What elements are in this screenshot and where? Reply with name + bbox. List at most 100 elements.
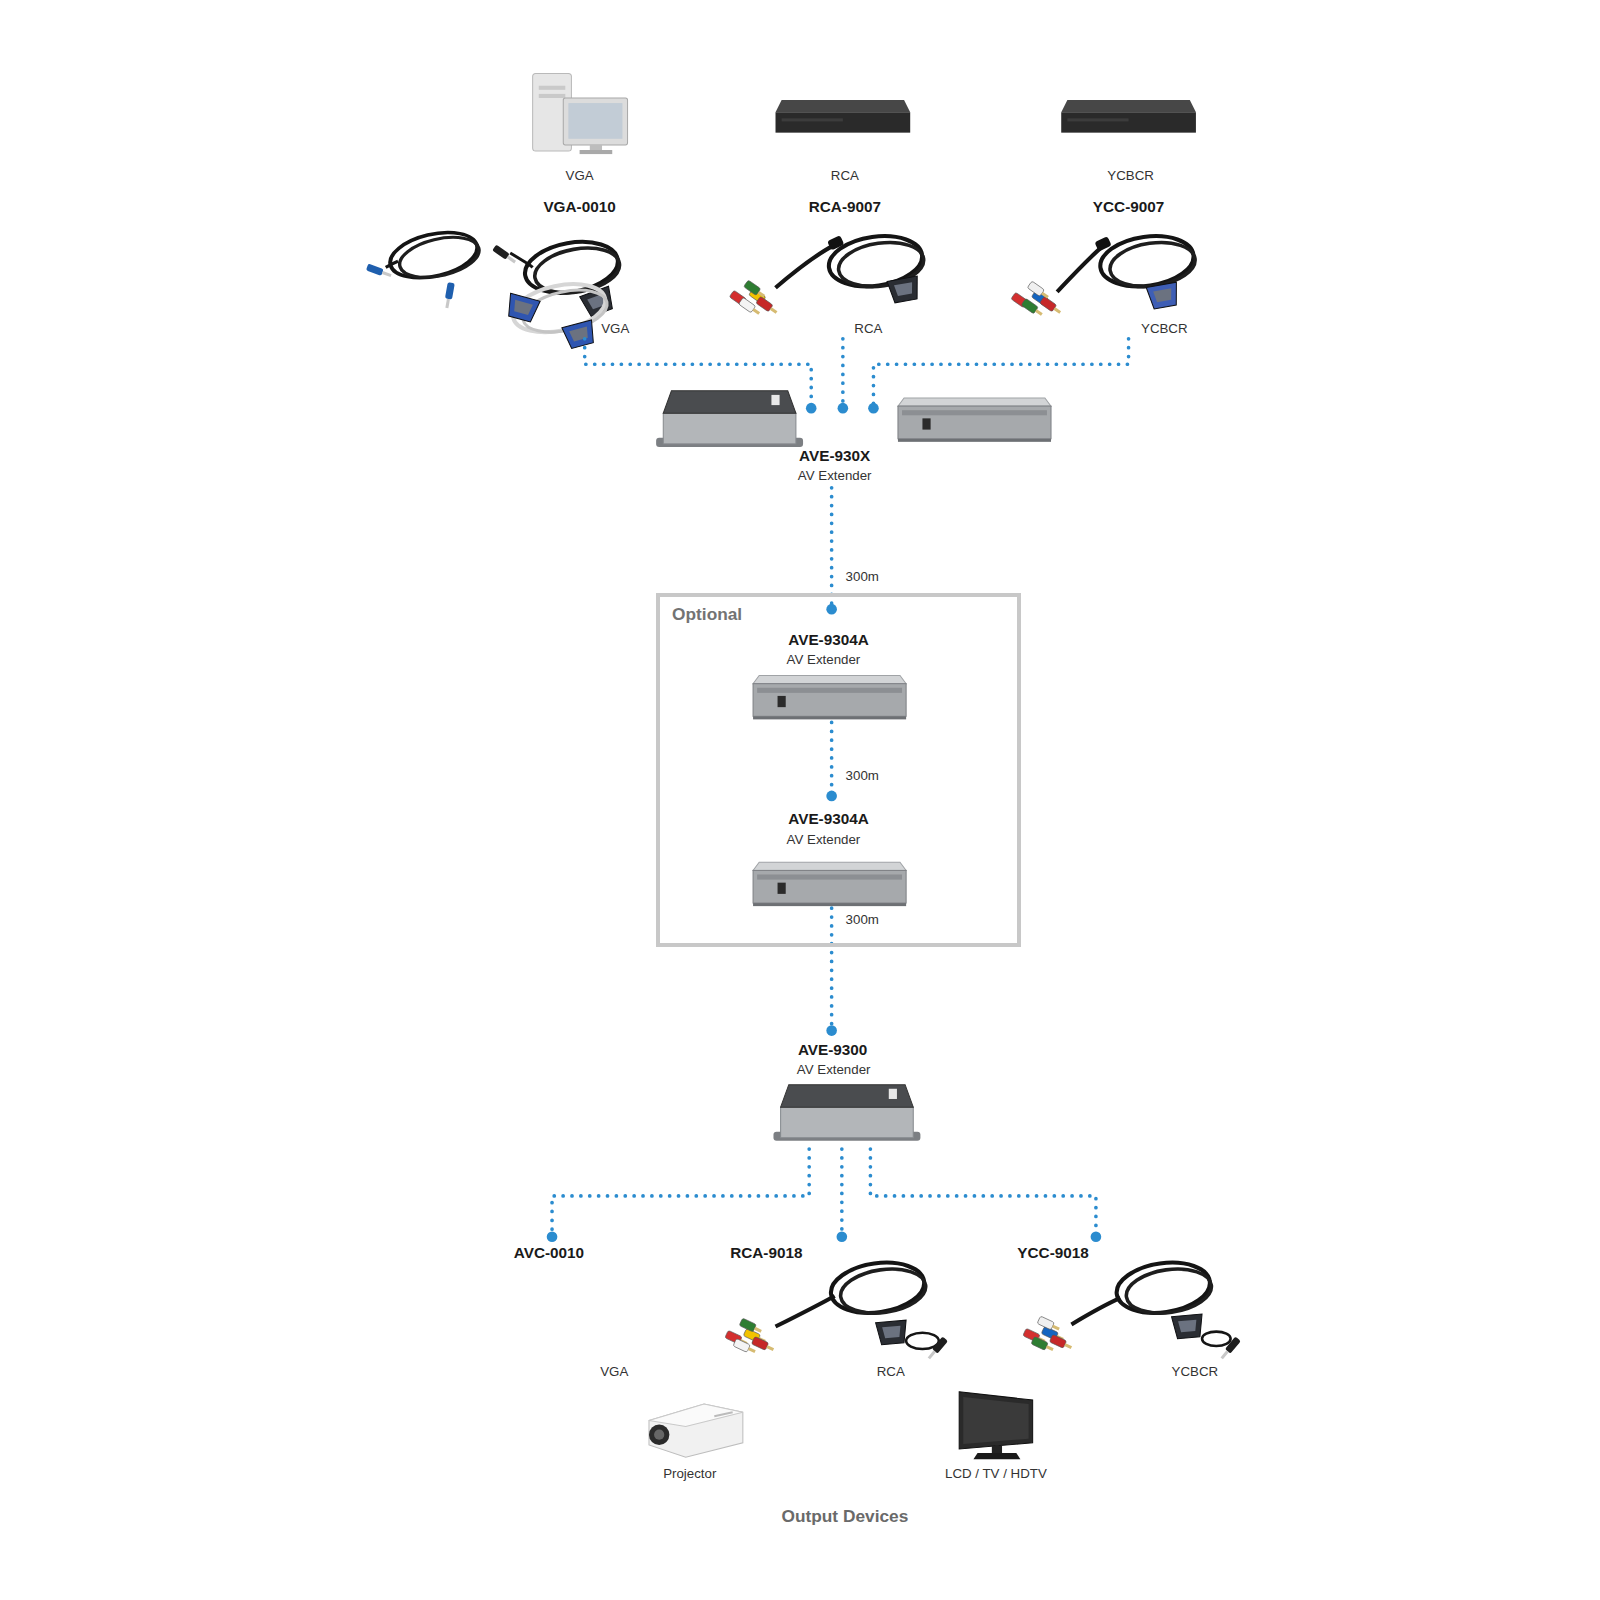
rack-device-icon <box>776 100 911 133</box>
dotted-connector <box>552 1149 809 1237</box>
distance-label: 300m <box>846 768 879 783</box>
rca-output-cable <box>725 1257 948 1361</box>
rca-output-cable <box>739 1318 763 1335</box>
rca-cable <box>744 280 767 300</box>
dotted-connector <box>870 1149 1096 1237</box>
optional-extender-unit <box>753 862 906 906</box>
node-label: YCBCR <box>1172 1365 1219 1380</box>
component-output-cable <box>1202 1332 1231 1346</box>
model-name: YCC-9018 <box>1017 1245 1088 1262</box>
source-device: VGA <box>510 61 653 189</box>
model-name: RCA-9018 <box>730 1245 802 1262</box>
projector-icon <box>654 1430 664 1440</box>
component-cable <box>1011 230 1198 318</box>
vga-audio-cable <box>562 320 597 350</box>
projector-icon <box>649 1404 743 1457</box>
source-device: YCBCR <box>1051 61 1214 189</box>
component-output-cable <box>1023 1257 1241 1361</box>
vga-audio-cable <box>505 293 540 323</box>
rack-device-icon <box>1061 112 1196 132</box>
node-label: RCA <box>831 168 859 183</box>
vga-audio-cable <box>366 224 611 349</box>
optional-group: OptionalAVE-9304AAV ExtenderAVE-9304AAV … <box>656 593 1021 947</box>
cable-kit: RCA-9007RCA <box>730 194 934 339</box>
dotted-connector <box>830 908 834 1030</box>
computer-icon <box>563 98 627 145</box>
component-output-cable <box>1037 1316 1061 1333</box>
node-label: AV Extender <box>797 1063 871 1078</box>
vga-audio-cable <box>386 261 398 267</box>
output-device: Projector <box>633 1393 755 1490</box>
output-device: LCD / TV / HDTV <box>934 1383 1062 1490</box>
component-output-cable <box>1219 1337 1241 1361</box>
av-extender: AVE-9304A AV Extender <box>750 609 913 722</box>
vga-audio-cable <box>443 282 454 308</box>
extender-unit <box>656 391 1051 447</box>
node-label: YCBCR <box>1107 168 1154 183</box>
rca-output-cable <box>876 1320 908 1345</box>
extender-unit <box>656 391 803 447</box>
projector-icon <box>649 1404 743 1426</box>
node-label: YCBCR <box>1141 321 1188 336</box>
component-cable <box>1039 296 1062 316</box>
rca-cable <box>887 276 921 303</box>
av-extender: AVE-930XAV Extender <box>658 408 1061 488</box>
distance-label: 300m <box>846 913 879 928</box>
monitor-icon <box>992 1446 1002 1454</box>
rca-output-cable <box>751 1336 775 1353</box>
projector-icon <box>714 1412 732 1416</box>
monitor-icon <box>973 1453 1020 1459</box>
cable-kit: VGA-0010VGA <box>490 194 663 339</box>
rack-device-icon <box>1061 100 1196 112</box>
computer-icon <box>568 103 622 139</box>
component-cable <box>1094 236 1111 251</box>
projector-icon <box>649 1404 743 1457</box>
monitor-icon <box>959 1392 1032 1449</box>
optional-extender-unit <box>753 676 906 907</box>
dotted-connector <box>830 722 834 795</box>
cable-kit: YCC-9007YCBCR <box>1010 194 1204 339</box>
rack-device-icon <box>1067 118 1128 121</box>
computer-icon <box>539 86 566 90</box>
cable-kit: YCC-9018YCBCR <box>1010 1237 1245 1385</box>
cable-kit: AVC-0010VGA <box>367 1237 643 1385</box>
component-output-cable <box>1172 1314 1204 1339</box>
dotted-connector <box>840 1149 844 1237</box>
component-cable <box>1146 282 1180 309</box>
node-label: Projector <box>663 1467 716 1482</box>
node-label: RCA <box>854 321 882 336</box>
rca-output-cable <box>906 1333 939 1349</box>
monitor-icon <box>963 1397 1028 1444</box>
optional-extender-unit <box>753 676 906 720</box>
component-cable <box>1027 281 1050 301</box>
rca-cable <box>827 235 844 250</box>
model-name: AVE-9304A <box>788 631 869 648</box>
dotted-connector <box>873 339 1128 408</box>
model-name: AVE-9304A <box>788 811 869 828</box>
model-name: AVE-9300 <box>798 1042 867 1059</box>
vga-cable <box>492 245 517 265</box>
node-label: RCA <box>877 1365 905 1380</box>
extender-unit <box>773 1085 920 1141</box>
av-extender: AVE-9300 AV Extender <box>755 1031 918 1149</box>
model-name: YCC-9007 <box>1093 199 1164 216</box>
node-label: AV Extender <box>787 653 861 668</box>
computer-icon <box>539 94 566 98</box>
node-label: VGA <box>601 321 629 336</box>
distance-label: 300m <box>846 569 879 584</box>
monitor-icon <box>959 1392 1032 1459</box>
av-extender: AVE-9304A AV Extender <box>750 796 913 908</box>
source-device: RCA <box>765 61 928 189</box>
dotted-connector <box>841 339 845 408</box>
node-label: AV Extender <box>787 832 861 847</box>
rca-output-cable <box>776 1296 835 1327</box>
projector-icon <box>649 1424 669 1444</box>
model-name: VGA-0010 <box>543 199 615 216</box>
node-label: Optional <box>672 606 742 625</box>
rca-cable <box>776 245 835 288</box>
node-label: VGA <box>600 1365 628 1380</box>
rca-cable <box>729 230 926 317</box>
component-output-cable <box>1049 1334 1073 1351</box>
